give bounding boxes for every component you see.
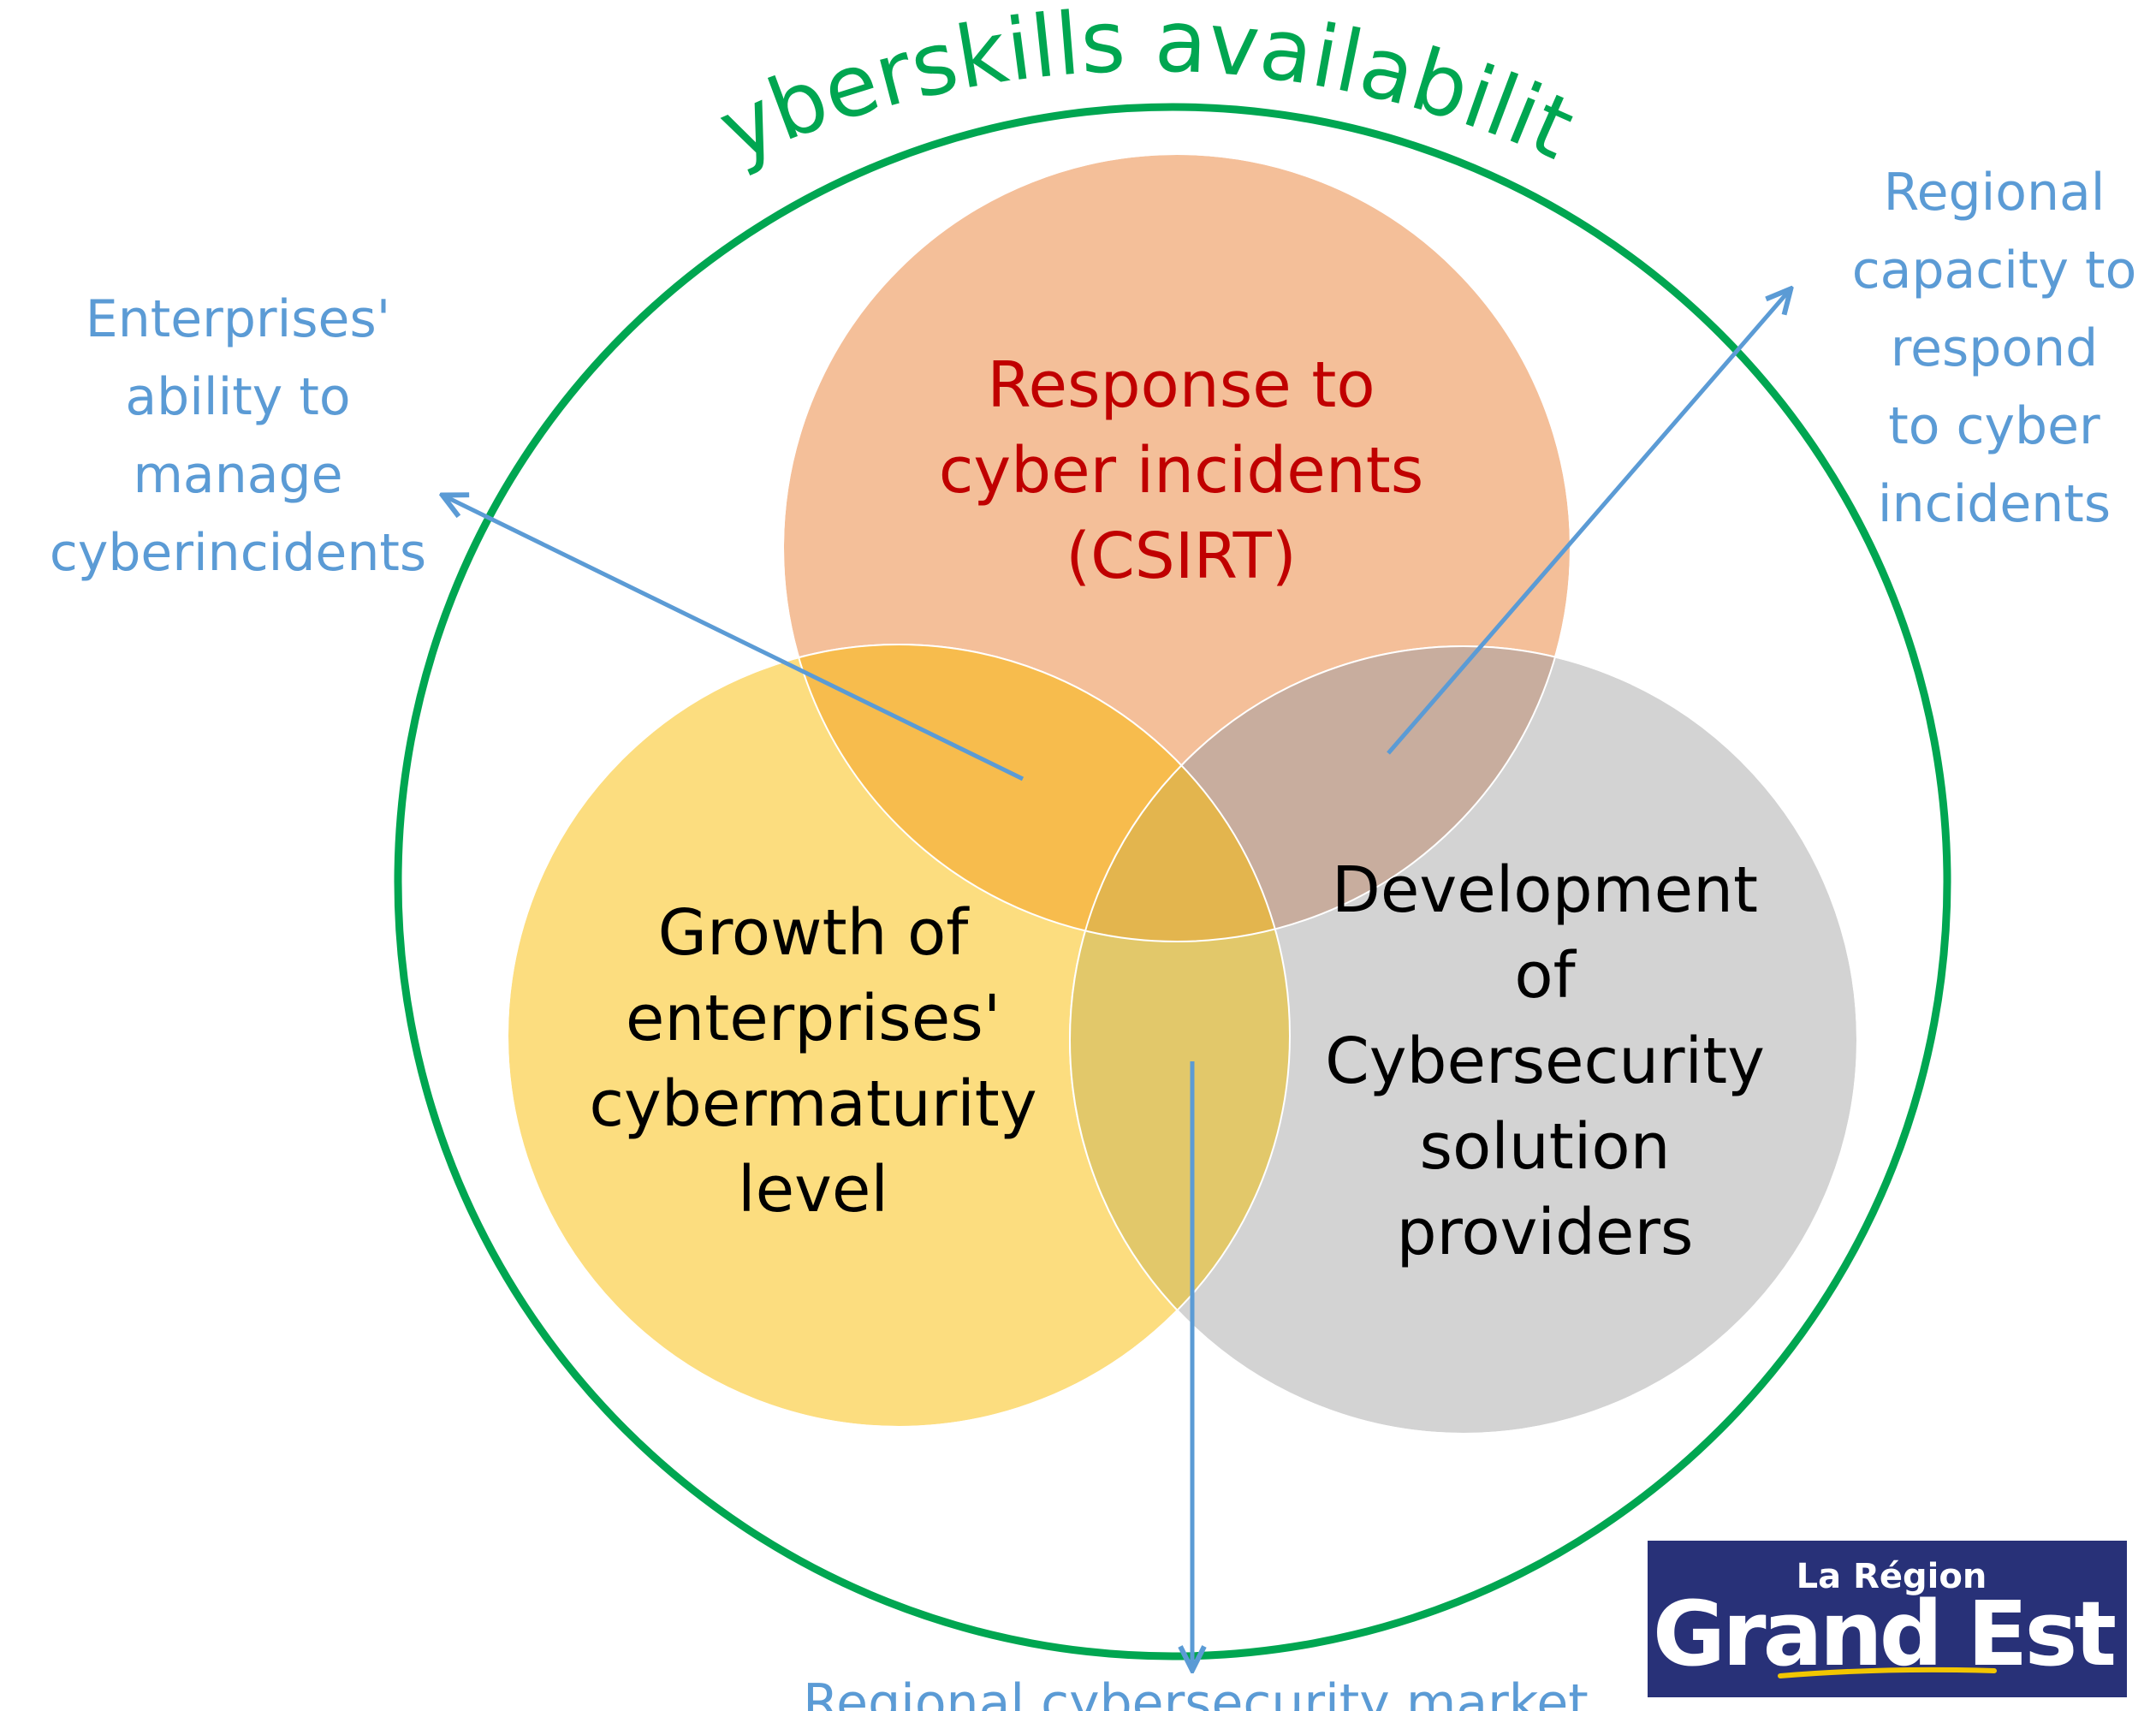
development-line-3: Cybersecurity — [1325, 1025, 1765, 1098]
logo-underline — [1778, 1666, 1997, 1678]
capacity-line-3: respond — [1891, 318, 2098, 378]
circle-response-label: Response to cyber incidents (CSIRT) — [939, 348, 1424, 593]
response-line-1: Response to — [987, 348, 1375, 422]
circle-growth-label: Growth of enterprises' cybermaturity lev… — [589, 896, 1036, 1227]
growth-line-1: Growth of — [658, 896, 971, 970]
outcome-regional-market: Regional cybersecurity market — [803, 1673, 1589, 1711]
outer-ring — [394, 103, 1951, 1661]
enterprises-line-1: Enterprises' — [86, 289, 390, 349]
enterprises-line-3: manage — [133, 445, 342, 505]
overlap-top-right — [1070, 646, 1571, 942]
outcome-regional-capacity: Regional capacity to respond to cyber in… — [1852, 163, 2137, 534]
growth-line-3: cybermaturity — [589, 1067, 1036, 1141]
capacity-line-5: incidents — [1878, 474, 2111, 534]
overlap-top-left — [783, 645, 1290, 942]
capacity-line-2: capacity to — [1852, 241, 2137, 300]
region-logo: La Région Grand Est — [1648, 1541, 2127, 1697]
outcome-enterprises-ability: Enterprises' ability to manage cyberinci… — [50, 289, 426, 583]
outcome-arrows — [445, 291, 1789, 1667]
capacity-line-1: Regional — [1884, 163, 2106, 223]
growth-line-4: level — [738, 1153, 888, 1227]
enterprises-line-4: cyberincidents — [50, 523, 426, 583]
capacity-line-4: to cyber — [1888, 396, 2100, 456]
circle-development-label: Development of Cybersecurity solution pr… — [1325, 853, 1765, 1269]
response-line-3: (CSIRT) — [1066, 520, 1296, 593]
enterprises-line-2: ability to — [125, 367, 350, 427]
growth-line-2: enterprises' — [626, 982, 1001, 1055]
venn-circles — [507, 153, 1858, 1435]
arrow-to-regional-capacity — [1387, 291, 1789, 755]
development-line-5: providers — [1397, 1196, 1694, 1269]
development-line-4: solution — [1419, 1110, 1670, 1184]
logo-small-text: La Région — [1797, 1557, 1987, 1596]
arrow-to-enterprises-ability — [445, 496, 1025, 781]
development-line-2: of — [1514, 939, 1577, 1013]
diagram-title: Cyberskills availability — [0, 0, 1588, 181]
development-line-1: Development — [1332, 853, 1758, 927]
response-line-2: cyber incidents — [939, 434, 1424, 508]
